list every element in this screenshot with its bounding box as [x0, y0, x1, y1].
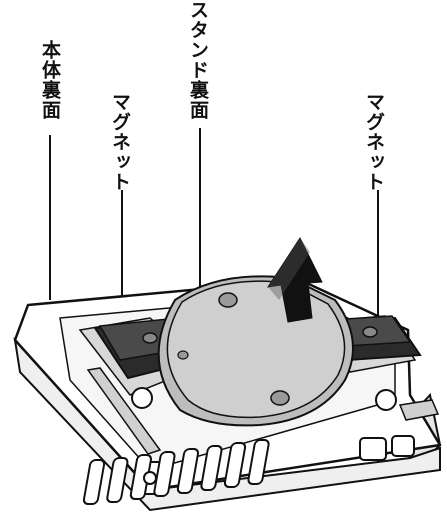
label-magnet-left: マグネット [109, 92, 131, 192]
label-stand-back: スタンド裏面 [187, 0, 209, 120]
label-body-back: 本体裏面 [39, 40, 61, 120]
arrow-up-icon [266, 236, 323, 323]
vent-slots [82, 435, 415, 505]
stand-plate [157, 275, 354, 427]
label-magnet-right: マグネット [363, 92, 385, 192]
